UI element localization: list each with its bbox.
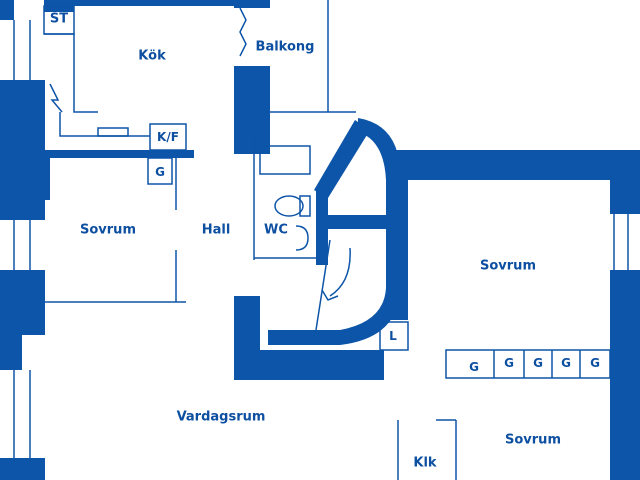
room-st: ST bbox=[49, 11, 69, 27]
room-g-sovrum1: G bbox=[155, 165, 165, 179]
left-wall-upper bbox=[0, 80, 45, 220]
st-closet bbox=[43, 5, 75, 35]
right-wall-side bbox=[610, 270, 640, 480]
bath-door-line bbox=[315, 239, 331, 331]
bath-curve-diag bbox=[314, 120, 370, 198]
room-kok: Kök bbox=[138, 48, 166, 64]
room-kf: K/F bbox=[157, 130, 179, 144]
g-box-3: G bbox=[533, 356, 543, 370]
wc-cross-wall bbox=[316, 215, 388, 229]
bath-arrow-head bbox=[321, 289, 339, 301]
room-sovrum-2: Sovrum bbox=[480, 258, 536, 274]
g-box-2: G bbox=[504, 356, 514, 370]
wc-sink-icon bbox=[295, 225, 309, 251]
g-row bbox=[445, 349, 611, 379]
room-klk: Klk bbox=[413, 455, 437, 471]
left-wall-lower bbox=[0, 335, 22, 370]
room-hall: Hall bbox=[201, 222, 231, 238]
kitchen-hall-wall bbox=[234, 0, 270, 8]
room-wc: WC bbox=[264, 222, 288, 238]
balcony-door bbox=[239, 7, 247, 57]
g-box-4: G bbox=[561, 356, 571, 370]
right-wall-top2 bbox=[610, 180, 640, 214]
shower-icon bbox=[259, 145, 311, 175]
top-wall-kitchen-right bbox=[74, 0, 234, 6]
hall-wall-upper bbox=[234, 66, 270, 154]
kf-box bbox=[149, 123, 187, 151]
l-box bbox=[379, 321, 409, 351]
kitchen-counter-bottom bbox=[59, 112, 150, 137]
left-wall-mid bbox=[0, 270, 45, 335]
left-wall-bottom bbox=[0, 458, 45, 480]
bath-inner-wall bbox=[316, 190, 328, 265]
g-box-sovrum1 bbox=[147, 157, 173, 185]
kitchen-window-zigzag bbox=[49, 83, 63, 113]
left-wall-top bbox=[0, 0, 14, 20]
room-l: L bbox=[389, 329, 397, 343]
room-sovrum-1: Sovrum bbox=[80, 222, 136, 238]
right-wall-top bbox=[400, 150, 640, 180]
wc-bottom-wall bbox=[234, 350, 384, 380]
g-box-1: G bbox=[469, 360, 479, 374]
room-balkong: Balkong bbox=[255, 39, 315, 55]
room-vardagsrum: Vardagsrum bbox=[176, 409, 266, 425]
room-sovrum-3: Sovrum bbox=[505, 432, 561, 448]
g-box-5: G bbox=[590, 356, 600, 370]
sovrum1-top-wall bbox=[44, 150, 194, 158]
thin-lines bbox=[13, 0, 629, 480]
wc-toilet-tank bbox=[299, 195, 311, 217]
kitchen-stove bbox=[97, 127, 129, 137]
sovrum1-left-jamb bbox=[44, 158, 50, 200]
wc-toilet-icon bbox=[274, 195, 304, 217]
bath-arrow-curve bbox=[329, 247, 351, 297]
